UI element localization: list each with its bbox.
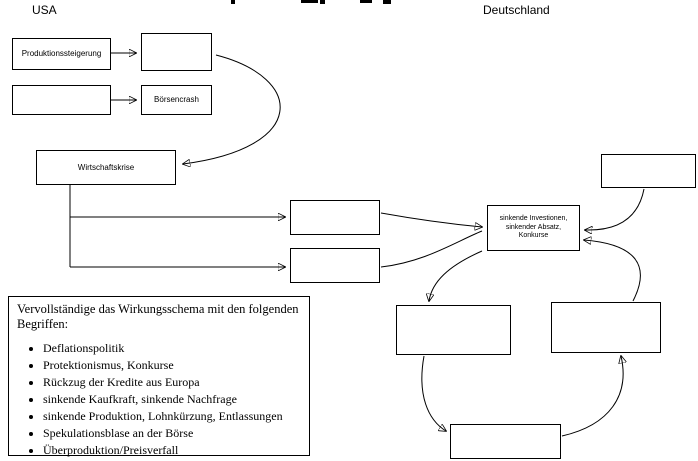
box-boersencrash: Börsencrash bbox=[141, 85, 212, 115]
arrow-middle-top-to-sinkende bbox=[380, 212, 482, 227]
arrow-cycle-left-to-bottom bbox=[421, 355, 446, 431]
line-middle-bottom-to-sinkende bbox=[380, 230, 483, 268]
box-empty-cycle-left bbox=[396, 305, 511, 355]
clipped-title-fragment bbox=[383, 0, 391, 4]
clipped-title-fragment bbox=[360, 0, 372, 3]
box-empty-cycle-right bbox=[551, 302, 661, 353]
word-list-item: Überproduktion/Preisverfall bbox=[43, 443, 301, 458]
clipped-title-fragment bbox=[231, 0, 235, 4]
box-empty-middle-bottom bbox=[290, 248, 380, 283]
arrow-sinkende-to-cycle-left bbox=[429, 250, 483, 301]
box-empty-germany-top bbox=[601, 154, 696, 188]
clipped-title-fragment bbox=[301, 0, 318, 3]
word-list-item: Protektionismus, Konkurse bbox=[43, 358, 301, 373]
arrow-germany-top-to-sinkende bbox=[585, 188, 645, 230]
word-list-item: Deflationspolitik bbox=[43, 341, 301, 356]
box-empty-middle-top bbox=[290, 200, 380, 235]
box-empty-usa-top bbox=[141, 33, 212, 71]
clipped-title-fragment bbox=[320, 0, 325, 4]
label-usa: USA bbox=[32, 3, 57, 17]
arrow-cycle-right-to-sinkende bbox=[584, 240, 641, 302]
box-empty-cycle-bottom bbox=[450, 424, 561, 459]
word-list-item: sinkende Produktion, Lohnkürzung, Entlas… bbox=[43, 409, 301, 424]
word-list-item: Spekulationsblase an der Börse bbox=[43, 426, 301, 441]
word-list-item: Rückzug der Kredite aus Europa bbox=[43, 375, 301, 390]
box-empty-usa-bottom bbox=[12, 85, 111, 115]
word-list: Deflationspolitik Protektionismus, Konku… bbox=[17, 341, 301, 458]
box-wirtschaftskrise: Wirtschaftskrise bbox=[36, 150, 176, 185]
instructions-box: Vervollständige das Wirkungsschema mit d… bbox=[8, 296, 310, 458]
word-list-item: sinkende Kaufkraft, sinkende Nachfrage bbox=[43, 392, 301, 407]
box-produktionssteigerung: Produktionssteigerung bbox=[12, 38, 111, 70]
instructions-title: Vervollständige das Wirkungsschema mit d… bbox=[17, 302, 299, 331]
arrow-cycle-bottom-to-right bbox=[561, 356, 623, 437]
label-deutschland: Deutschland bbox=[483, 3, 550, 17]
box-sinkende-investionen: sinkende Investionen, sinkender Absatz, … bbox=[487, 205, 580, 251]
